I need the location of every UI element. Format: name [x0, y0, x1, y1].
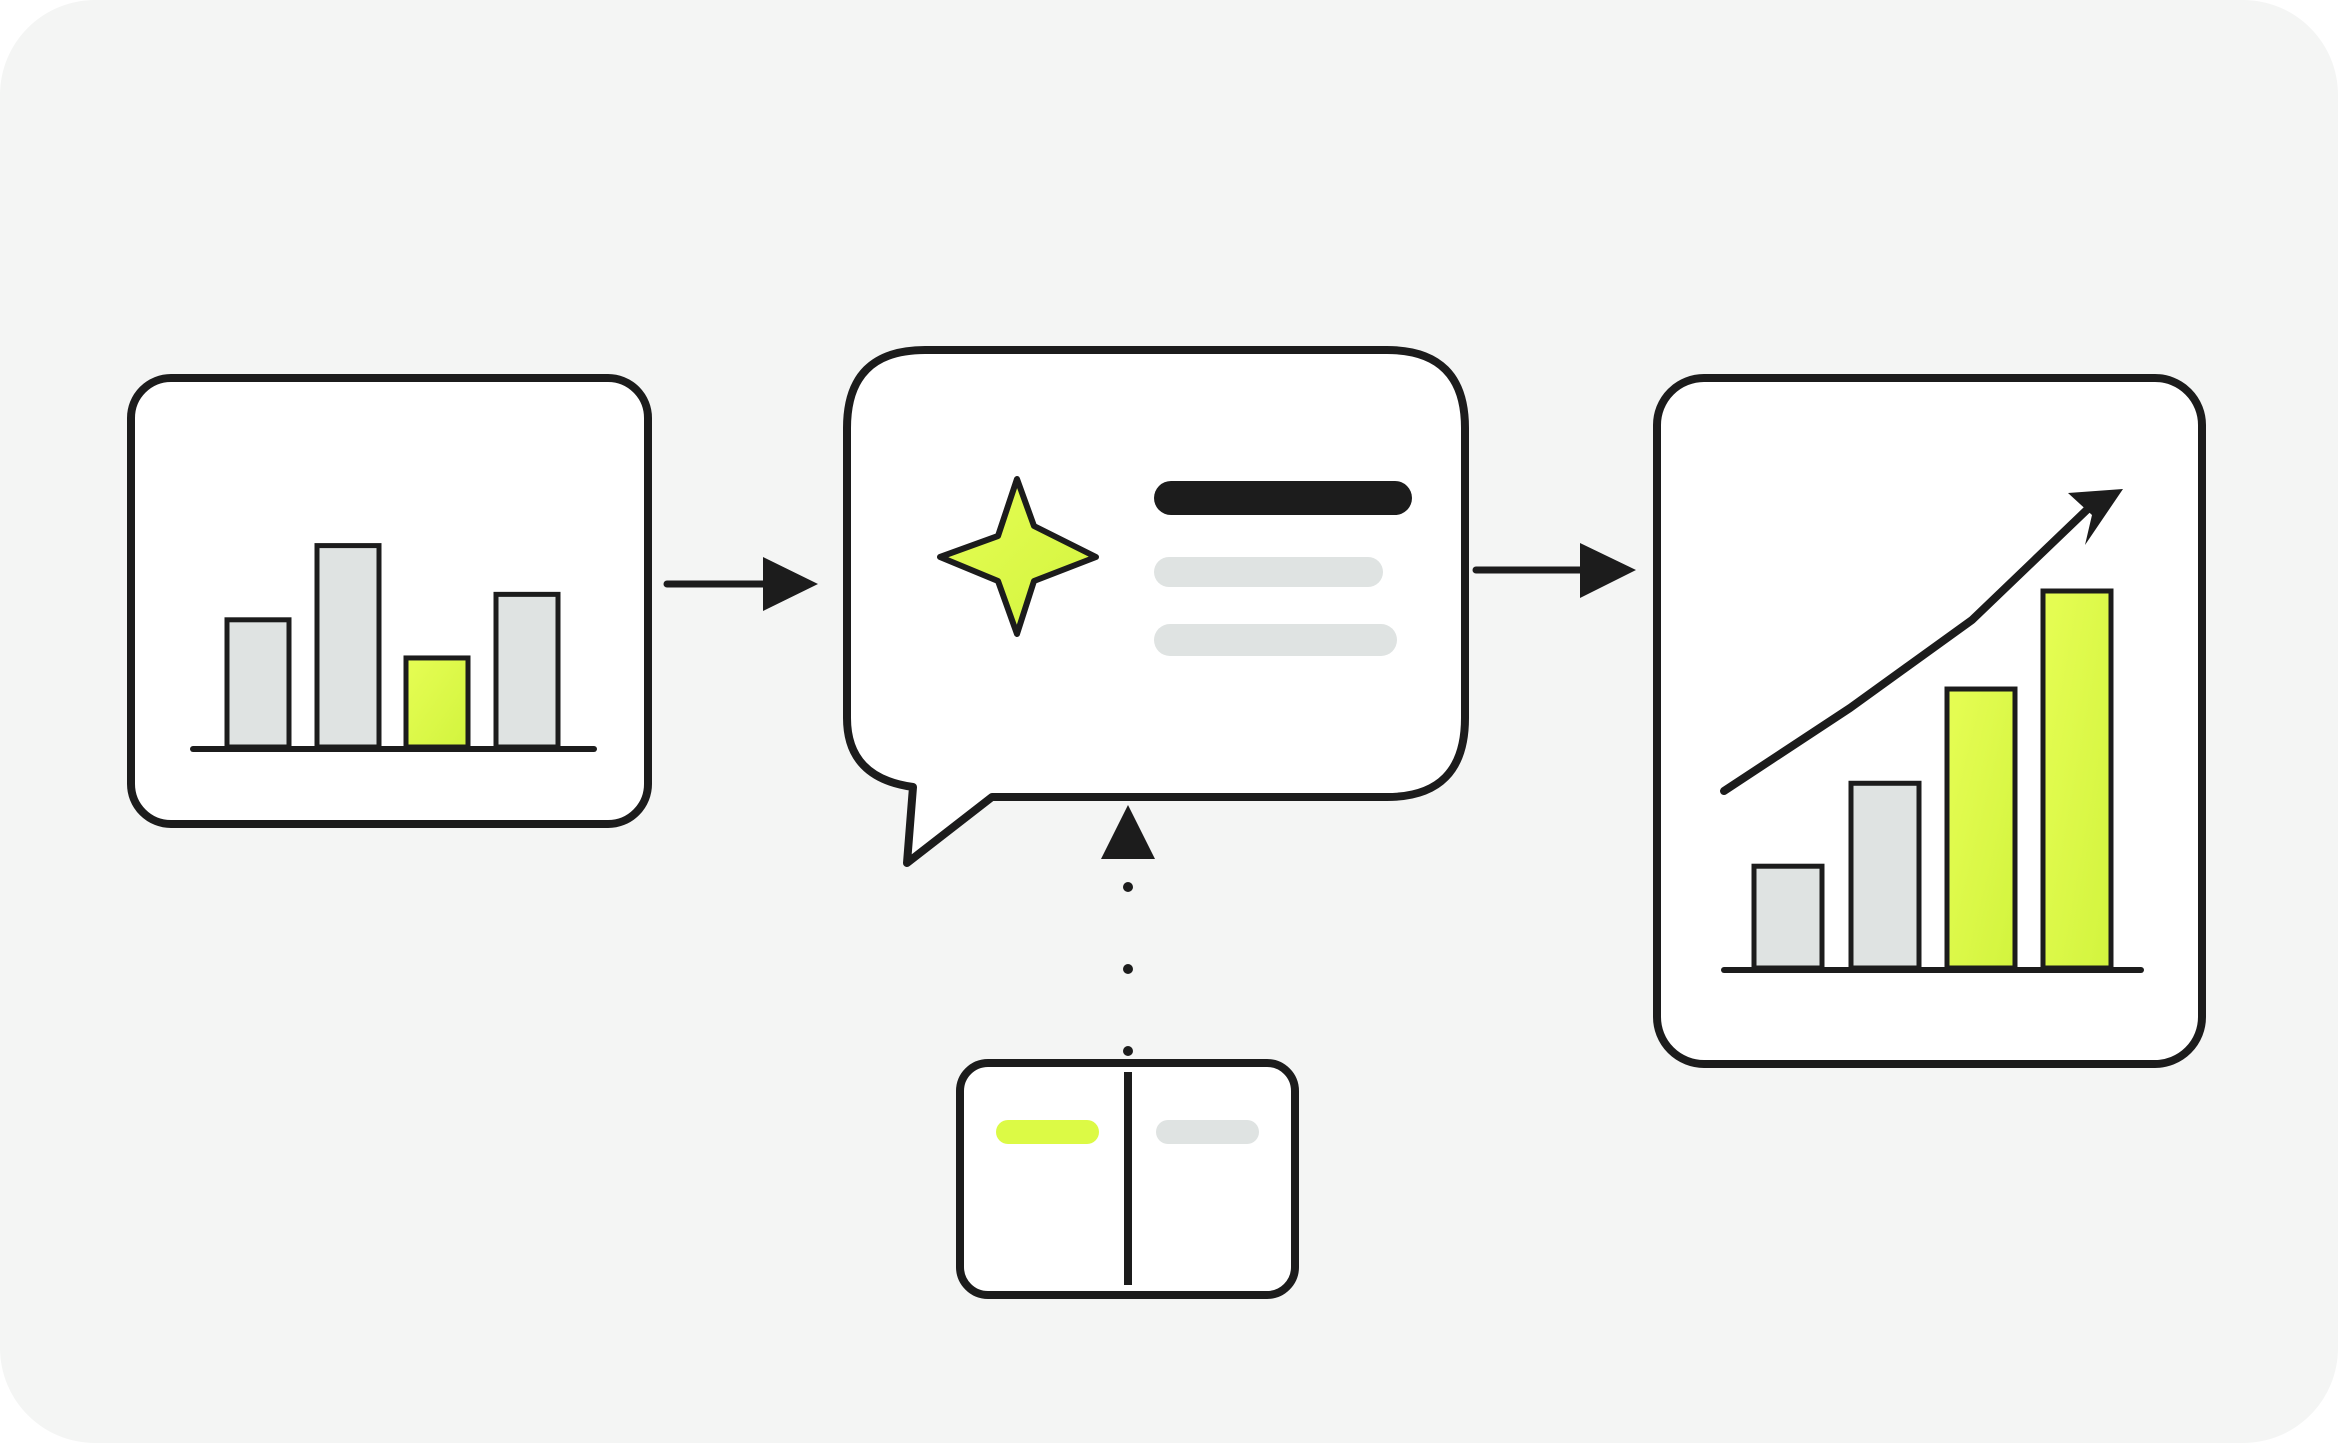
text-line-body — [1154, 557, 1383, 587]
table-cell-left — [996, 1120, 1099, 1144]
sparkle-icon — [937, 476, 1099, 637]
chart-bar — [224, 617, 292, 750]
arrowhead-up-right-icon — [2068, 489, 2123, 545]
chart-bar — [314, 543, 382, 750]
input-chart-card — [127, 374, 652, 828]
connector-dot — [1123, 964, 1133, 974]
output-growth-chart-card — [1653, 374, 2206, 1068]
text-line-body — [1154, 624, 1397, 656]
edge-input-to-bubble — [663, 557, 818, 611]
arrowhead-right-icon — [763, 557, 818, 611]
output-chart-card-frame — [1653, 374, 2206, 1068]
arrowhead-up-icon — [1101, 805, 1155, 859]
edge-bubble-to-output — [1472, 543, 1636, 598]
bar-chart-icon — [1751, 588, 2114, 971]
split-table-icon — [996, 1120, 1259, 1144]
chart-bar — [2040, 588, 2114, 971]
arrowhead-right-icon — [1580, 543, 1636, 598]
chart-bar — [403, 655, 471, 750]
text-line-heading — [1154, 481, 1412, 515]
table-cell-right — [1156, 1120, 1259, 1144]
comparison-table-card — [956, 1059, 1299, 1299]
ai-insight-bubble — [843, 346, 1469, 867]
chart-bar — [493, 591, 561, 750]
connector-dot — [1123, 1046, 1133, 1056]
chart-bar — [1848, 780, 1922, 971]
speech-bubble-frame — [843, 346, 1469, 867]
chart-bar — [1944, 686, 2018, 971]
trend-up-icon — [1720, 499, 2098, 795]
edge-table-to-bubble — [1101, 805, 1155, 1056]
input-chart-card-frame — [127, 374, 652, 828]
connector-dot — [1123, 882, 1133, 892]
insight-text-lines — [1154, 481, 1412, 656]
chart-bar — [1751, 863, 1825, 971]
